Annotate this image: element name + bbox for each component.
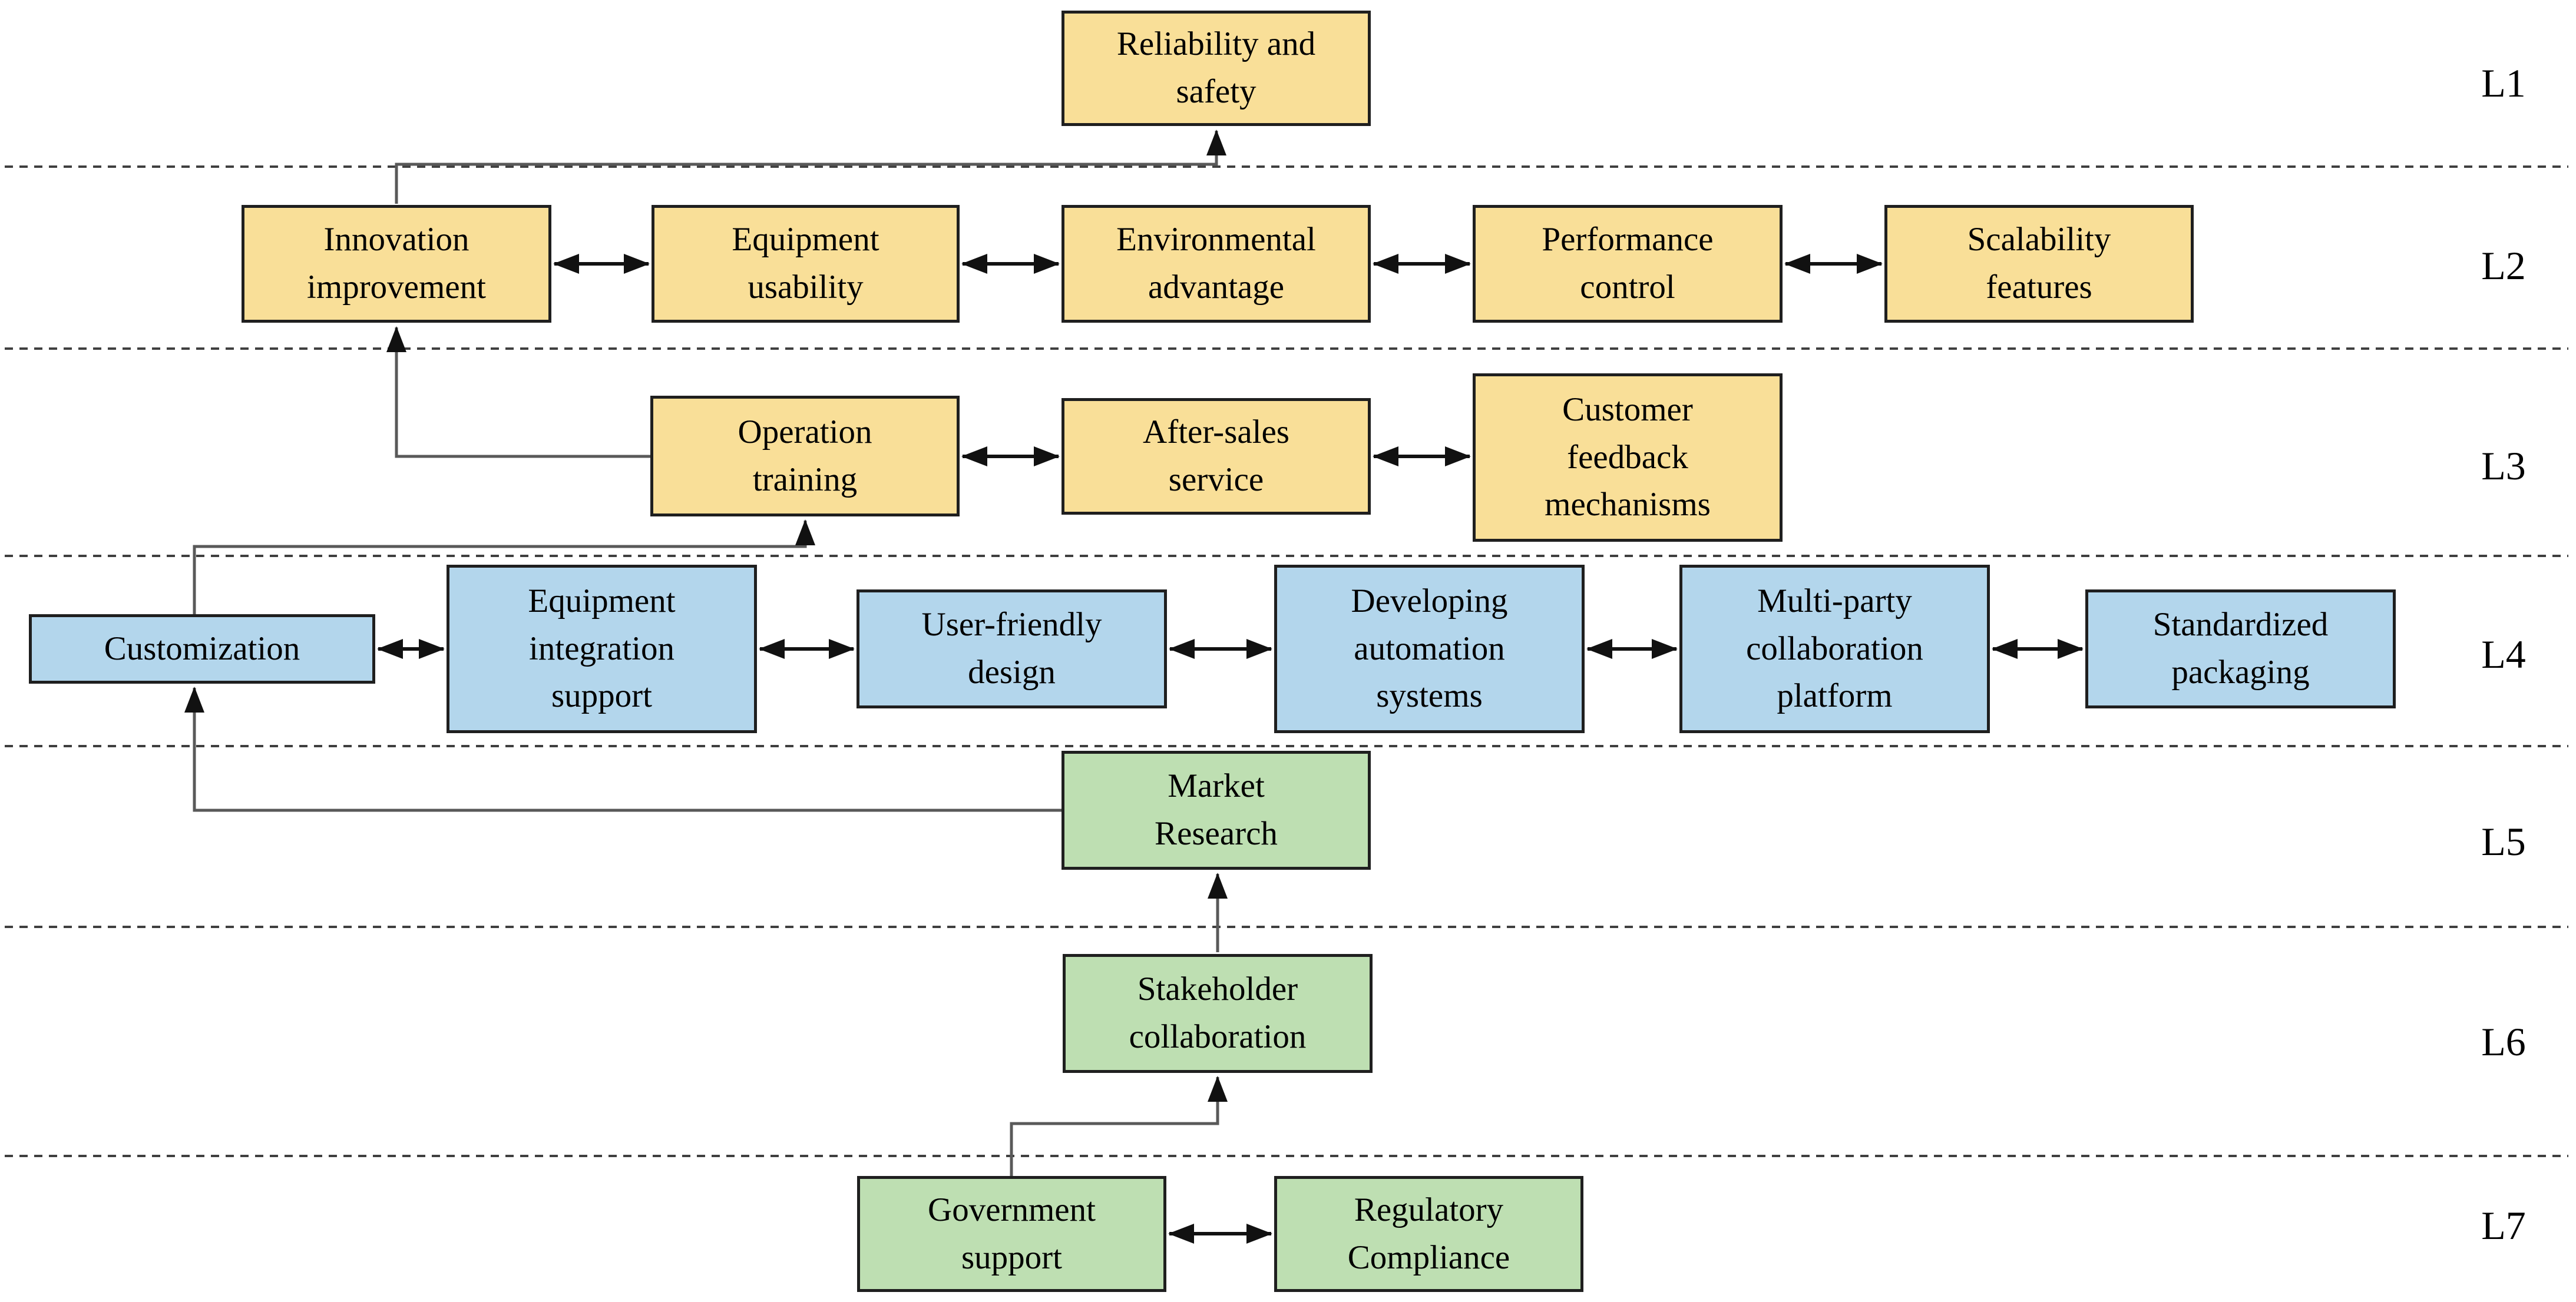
node-customer-feedback-mechanisms: Customer feedback mechanisms [1473, 373, 1783, 542]
level-label-l2: L2 [2481, 243, 2526, 288]
level-label-l5: L5 [2481, 819, 2526, 864]
connector-government-to-stakeholder [1010, 1076, 1228, 1176]
node-market-research: Market Research [1062, 751, 1371, 870]
node-performance-control: Performance control [1473, 205, 1783, 323]
node-user-friendly-design: User-friendly design [857, 589, 1167, 708]
connector-operation-to-innovation [386, 326, 650, 458]
level-label-l1: L1 [2481, 60, 2526, 105]
node-operation-training: Operation training [650, 396, 960, 516]
inter-level-connectors [184, 130, 1228, 1176]
level-separators [5, 165, 2568, 1157]
node-stakeholder-collaboration: Stakeholder collaboration [1063, 954, 1373, 1073]
connector-innovation-to-reliability [395, 130, 1226, 204]
level-label-l3: L3 [2481, 443, 2526, 488]
node-customization: Customization [29, 614, 375, 684]
node-environmental-advantage: Environmental advantage [1062, 205, 1371, 323]
level-label-l4: L4 [2481, 631, 2526, 677]
node-scalability-features: Scalability features [1884, 205, 2194, 323]
node-government-support: Government support [857, 1176, 1166, 1292]
bidirectional-arrows [377, 254, 2084, 1244]
connector-customization-to-operation [193, 519, 815, 614]
node-regulatory-compliance: Regulatory Compliance [1274, 1176, 1583, 1292]
node-multi-party-collaboration-platform: Multi-party collaboration platform [1679, 565, 1990, 733]
connector-market-to-customization [184, 687, 1062, 812]
node-after-sales-service: After-sales service [1062, 398, 1371, 515]
level-label-l7: L7 [2481, 1202, 2526, 1248]
level-label-l6: L6 [2481, 1019, 2526, 1064]
node-reliability-and-safety: Reliability and safety [1062, 11, 1371, 126]
node-innovation-improvement: Innovation improvement [242, 205, 551, 323]
node-equipment-usability: Equipment usability [652, 205, 960, 323]
node-standardized-packaging: Standardized packaging [2085, 589, 2396, 708]
node-equipment-integration-support: Equipment integration support [447, 565, 757, 733]
node-developing-automation-systems: Developing automation systems [1274, 565, 1585, 733]
